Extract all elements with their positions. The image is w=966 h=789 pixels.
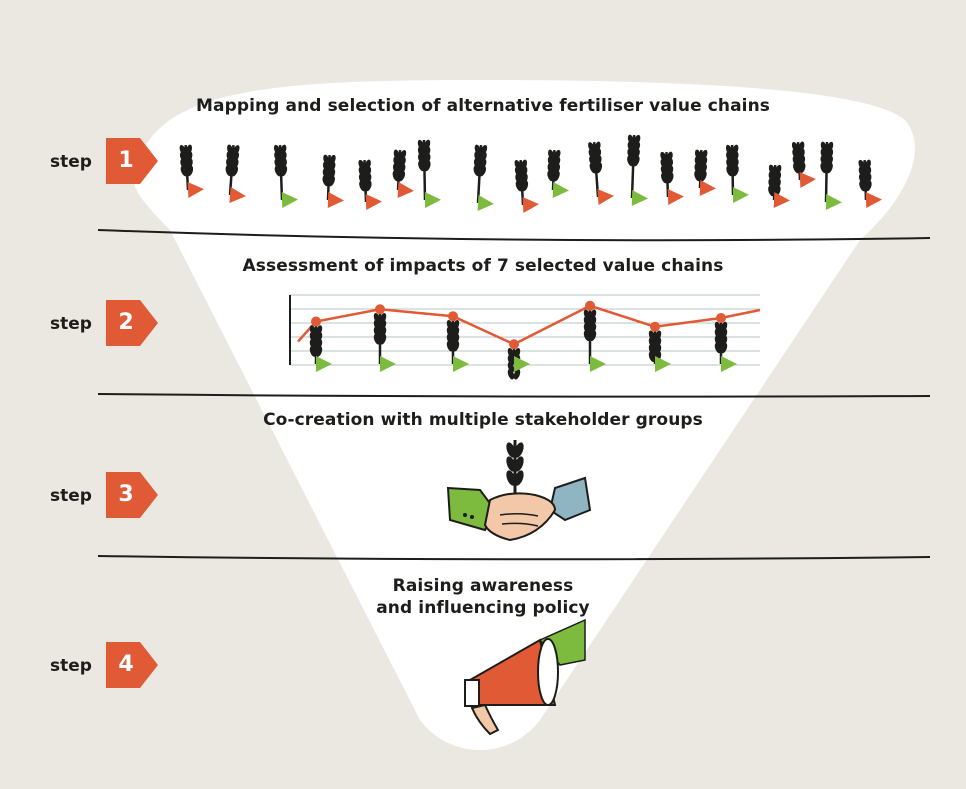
wheat-stalk-icon — [820, 141, 842, 210]
wheat-stalk-icon — [583, 309, 606, 372]
divider-2 — [97, 393, 931, 398]
step-4-title-line2: and influencing policy — [376, 598, 590, 618]
arrow-badge-icon — [106, 642, 158, 688]
handshake-wheat-icon — [446, 440, 592, 542]
chart-point — [716, 313, 726, 323]
wheat-stalk-icon — [225, 144, 246, 203]
chart-point — [509, 339, 519, 350]
wheat-stalk-icon — [648, 330, 671, 372]
divider-3 — [97, 555, 931, 561]
arrow-badge-icon — [106, 300, 158, 346]
wheat-stalk-icon — [273, 144, 298, 208]
wheat-stalk-icon — [179, 144, 204, 198]
megaphone-icon — [464, 618, 586, 736]
step-1-title: Mapping and selection of alternative fer… — [195, 96, 771, 116]
step-4-title: Raising awareness and influencing policy — [0, 575, 966, 619]
wheat-stalk-icon — [309, 325, 332, 372]
wheat-stalk-icon — [791, 141, 816, 188]
step-1-badge: 1 — [104, 136, 160, 186]
wheat-stalk-icon — [507, 347, 530, 380]
chart-point — [585, 300, 595, 311]
wheat-stalk-icon — [473, 144, 494, 211]
chart-point — [375, 304, 385, 315]
arrow-badge-icon — [106, 138, 158, 184]
wheat-stalk-icon — [714, 321, 737, 372]
wheat-stalk-icon — [725, 144, 749, 203]
arrow-badge-icon — [106, 472, 158, 518]
wheat-stalk-icon — [588, 141, 614, 205]
step-3-label: step — [50, 486, 92, 506]
step-3-badge: 3 — [104, 470, 160, 520]
wheat-stalk-icon — [858, 159, 882, 208]
wheat-stalk-icon — [417, 139, 441, 208]
step-1-number: 1 — [118, 148, 134, 173]
chart-point — [650, 321, 660, 332]
step-2-label: step — [50, 314, 92, 334]
step-4-number: 4 — [118, 652, 134, 677]
wheat-stalk-icon — [322, 154, 344, 208]
wheat-stalk-icon — [446, 319, 469, 372]
step-1-label: step — [50, 152, 92, 172]
wheat-stalk-icon — [660, 151, 684, 205]
wheat-stalk-icon — [547, 149, 569, 198]
wheat-stalk-icon — [627, 134, 648, 206]
step-2-number: 2 — [118, 310, 134, 335]
step-3-title: Co-creation with multiple stakeholder gr… — [263, 410, 703, 430]
wheat-stalk-icon — [768, 164, 790, 208]
wheat-field-icon — [179, 134, 882, 213]
wheat-stalk-icon — [514, 159, 539, 213]
step-4-badge: 4 — [104, 640, 160, 690]
step-2-badge: 2 — [104, 298, 160, 348]
step-2-title: Assessment of impacts of 7 selected valu… — [242, 256, 724, 276]
chart-point — [448, 311, 458, 322]
chart-point — [311, 316, 321, 327]
divider-1 — [97, 229, 931, 242]
wheat-stalk-icon — [694, 149, 716, 196]
wheat-stalk-icon — [373, 312, 396, 372]
wheat-stalk-icon — [358, 159, 382, 210]
wheat-stalk-icon — [392, 149, 414, 198]
funnel-shape — [133, 80, 915, 750]
step-4-label: step — [50, 656, 92, 676]
step-4-title-line1: Raising awareness — [392, 576, 574, 596]
step-3-number: 3 — [118, 482, 134, 507]
line-chart-wheat-icon — [289, 294, 761, 380]
